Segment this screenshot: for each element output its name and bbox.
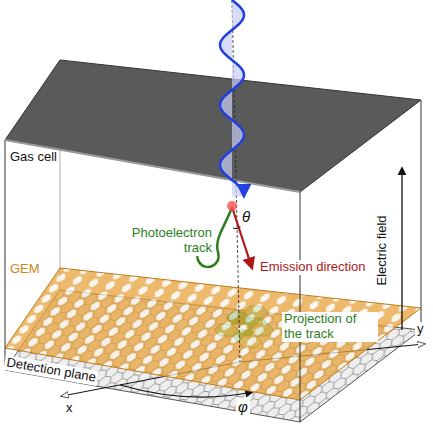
absorption-point (227, 201, 237, 211)
wave-fill (220, 0, 244, 196)
angle-symbol: φ (236, 398, 250, 415)
gas-cell-window (5, 60, 421, 192)
emission-arrow (232, 207, 252, 268)
axis-label: y (415, 322, 426, 337)
part-name: Gas cell (8, 150, 59, 165)
part-name: Projection of the track (282, 312, 378, 342)
field-arrow (401, 168, 402, 330)
angle-symbol: θ (240, 208, 252, 225)
x-ray-photon (220, 0, 244, 196)
part-name: GEM (8, 262, 42, 277)
part-name: Photoelectron track (110, 226, 214, 256)
direction-label: Emission direction (258, 260, 368, 275)
axis-label: x (64, 401, 75, 416)
field-label: Electric field (375, 213, 390, 287)
